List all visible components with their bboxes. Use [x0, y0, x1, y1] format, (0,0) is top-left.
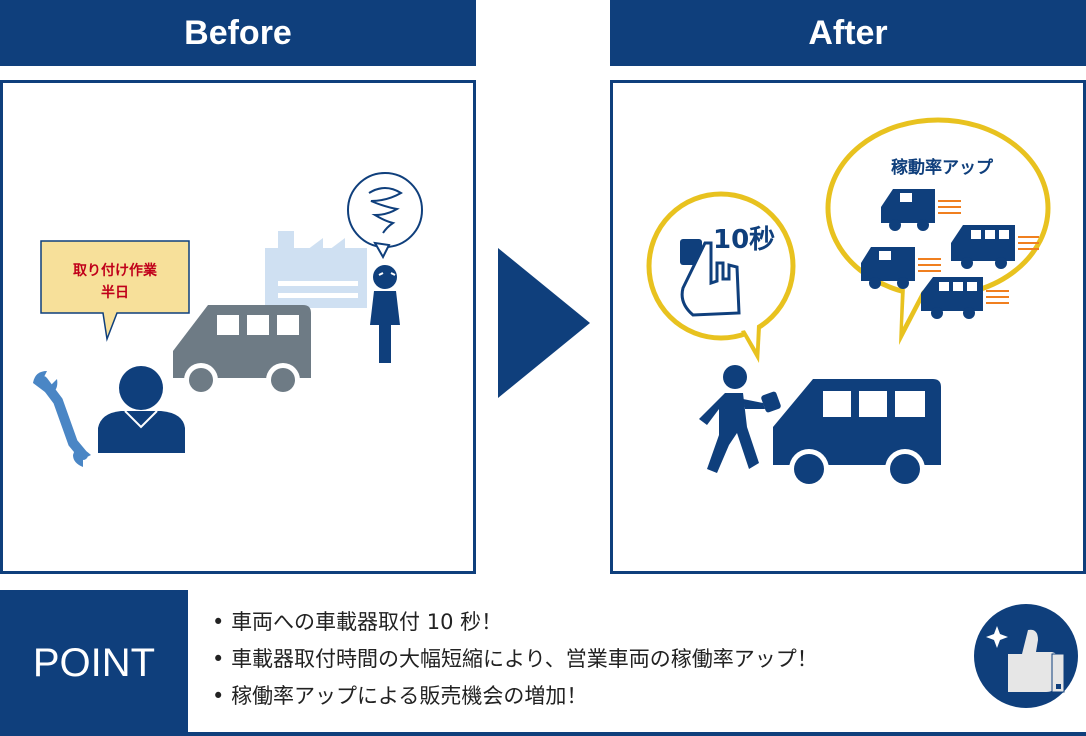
point-item: 車載器取付時間の大幅短縮により、営業車両の稼働率アップ！	[212, 641, 818, 678]
thumbs-up-icon	[974, 604, 1078, 708]
point-label: POINT	[0, 590, 188, 736]
after-title: After	[808, 13, 888, 52]
building-icon	[265, 231, 367, 308]
before-callout: 取り付け作業 半日	[40, 240, 190, 342]
before-title: Before	[184, 13, 292, 52]
wrench-icon	[33, 371, 91, 467]
point-list: 車両への車載器取付 10 秒！ 車載器取付時間の大幅短縮により、営業車両の稼働率…	[212, 604, 818, 715]
fleet-van-icon	[861, 247, 941, 289]
before-illustration: 取り付け作業 半日	[33, 172, 423, 467]
before-panel: 取り付け作業 半日	[0, 80, 476, 574]
point-item: 稼働率アップによる販売機会の増加！	[212, 678, 818, 715]
uptime-bubble: 稼動率アップ	[825, 117, 1051, 345]
walking-person-icon	[699, 365, 781, 473]
before-header: Before	[0, 0, 476, 66]
fleet-van-icon	[881, 189, 961, 231]
play-arrow-icon	[498, 248, 590, 398]
van-icon	[773, 379, 941, 489]
after-panel: 10秒 稼動率アップ	[610, 80, 1086, 574]
callout-text-line2: 半日	[101, 284, 129, 301]
swirl-thought-icon	[347, 172, 423, 260]
after-illustration: 10秒 稼動率アップ	[646, 117, 1051, 489]
uptime-label: 稼動率アップ	[891, 157, 994, 178]
worker-icon	[98, 366, 185, 453]
time-bubble: 10秒	[646, 191, 796, 363]
hand-device-icon	[680, 239, 741, 317]
time-label: 10秒	[713, 225, 775, 255]
fleet-van-icon	[951, 225, 1039, 269]
after-header: After	[610, 0, 1086, 66]
point-divider	[188, 732, 1086, 736]
point-item: 車両への車載器取付 10 秒！	[212, 604, 818, 641]
sparkle-icon	[986, 626, 1008, 648]
fleet-van-icon	[921, 277, 1009, 319]
stressed-person-icon	[370, 265, 400, 363]
point-section: POINT 車両への車載器取付 10 秒！ 車載器取付時間の大幅短縮により、営業…	[0, 590, 1086, 736]
callout-text-line1: 取り付け作業	[73, 262, 158, 279]
point-label-text: POINT	[32, 640, 156, 685]
van-icon	[173, 305, 311, 397]
